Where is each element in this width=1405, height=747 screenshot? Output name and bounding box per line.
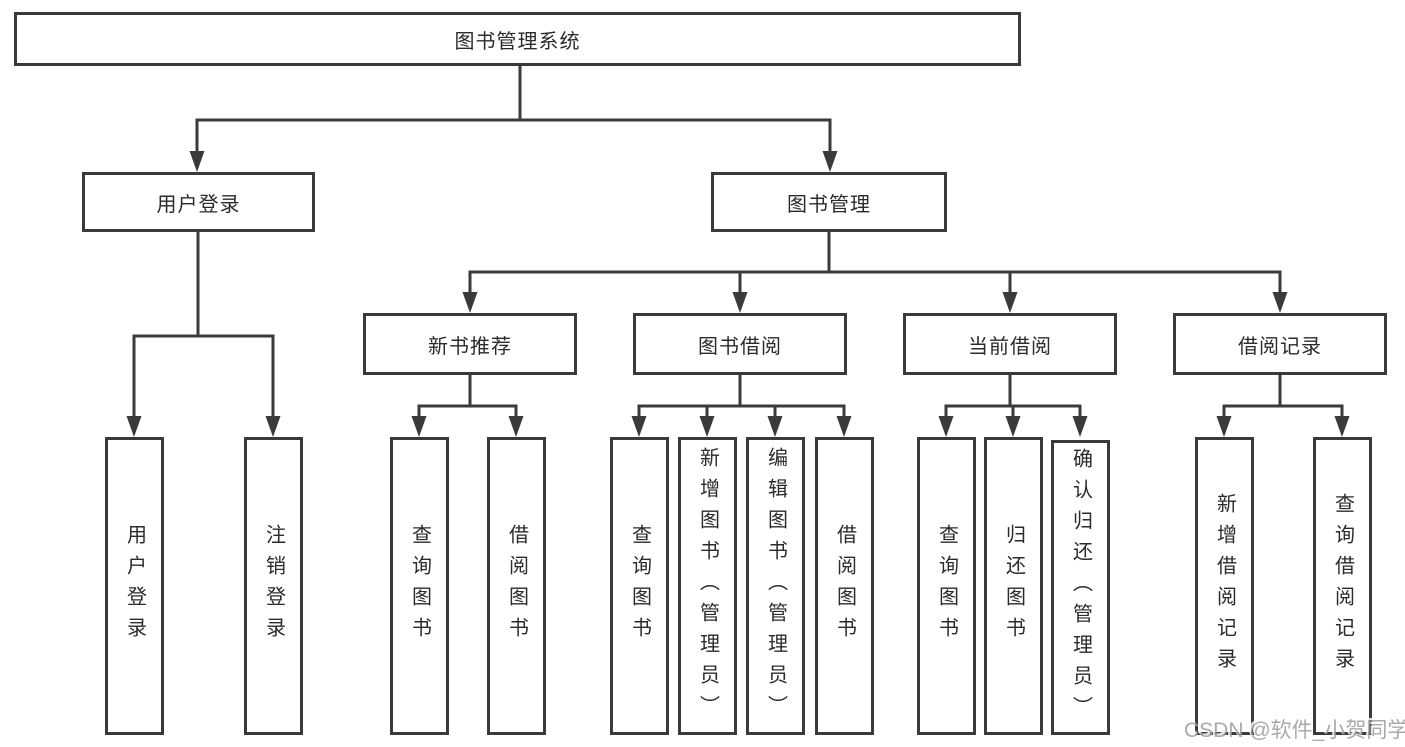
node-borrow-record-label: 借阅记录 bbox=[1238, 335, 1322, 358]
connector-bookmgmt-to-level3 bbox=[468, 232, 1282, 307]
leaf-current-confirm-label: 确认归还（管理员） bbox=[1069, 448, 1092, 727]
arrowhead bbox=[1216, 416, 1232, 437]
leaf-newbook-borrow-label: 借阅图书 bbox=[505, 524, 528, 648]
arrowhead bbox=[189, 151, 205, 172]
arrowhead bbox=[732, 292, 748, 313]
arrowhead bbox=[462, 292, 478, 313]
arrowhead bbox=[1002, 292, 1018, 313]
leaf-record-query-label: 查询借阅记录 bbox=[1331, 493, 1354, 679]
connector-borrowrecord-to-leaves bbox=[1222, 375, 1344, 431]
arrowhead bbox=[1005, 416, 1021, 437]
leaf-current-query-label: 查询图书 bbox=[935, 524, 958, 648]
leaf-record-add: 新增借阅记录 bbox=[1195, 437, 1254, 735]
node-book-borrow-label: 图书借阅 bbox=[698, 335, 782, 358]
leaf-bookborrow-borrow: 借阅图书 bbox=[815, 437, 874, 735]
node-current-borrow-label: 当前借阅 bbox=[968, 335, 1052, 358]
connector-lines bbox=[132, 66, 1344, 431]
arrowhead bbox=[411, 416, 427, 437]
arrowhead bbox=[1334, 416, 1350, 437]
leaf-logout-label: 注销登录 bbox=[262, 524, 285, 648]
arrowhead bbox=[767, 416, 783, 437]
arrowhead bbox=[508, 416, 524, 437]
arrowhead bbox=[126, 416, 142, 437]
leaf-newbook-query-label: 查询图书 bbox=[408, 524, 431, 648]
arrowhead bbox=[836, 416, 852, 437]
leaf-current-confirm: 确认归还（管理员） bbox=[1051, 440, 1110, 735]
node-current-borrow: 当前借阅 bbox=[903, 313, 1117, 375]
arrowhead bbox=[822, 151, 838, 172]
node-book-management-label: 图书管理 bbox=[787, 193, 871, 216]
leaf-record-query: 查询借阅记录 bbox=[1313, 437, 1372, 735]
node-new-book-recommend-label: 新书推荐 bbox=[428, 335, 512, 358]
leaf-bookborrow-edit: 编辑图书（管理员） bbox=[746, 437, 805, 735]
node-user-login: 用户登录 bbox=[82, 172, 315, 232]
connector-bookborrow-to-leaves bbox=[637, 375, 846, 431]
leaf-bookborrow-edit-label: 编辑图书（管理员） bbox=[764, 446, 787, 726]
leaf-bookborrow-add: 新增图书（管理员） bbox=[678, 437, 737, 735]
leaf-bookborrow-query-label: 查询图书 bbox=[628, 524, 651, 648]
node-borrow-record: 借阅记录 bbox=[1173, 313, 1387, 375]
leaf-bookborrow-query: 查询图书 bbox=[610, 437, 669, 735]
arrowhead bbox=[631, 416, 647, 437]
leaf-current-return: 归还图书 bbox=[984, 437, 1043, 735]
node-book-management: 图书管理 bbox=[711, 172, 947, 232]
node-user-login-label: 用户登录 bbox=[156, 193, 241, 216]
arrowhead bbox=[1272, 292, 1288, 313]
connector-newbook-to-leaves bbox=[417, 375, 518, 431]
node-book-borrow: 图书借阅 bbox=[633, 313, 847, 375]
leaf-user-login-label: 用户登录 bbox=[123, 524, 146, 648]
leaf-current-return-label: 归还图书 bbox=[1002, 524, 1025, 648]
arrowhead bbox=[938, 416, 954, 437]
leaf-bookborrow-add-label: 新增图书（管理员） bbox=[696, 446, 719, 726]
node-new-book-recommend: 新书推荐 bbox=[363, 313, 577, 375]
arrowhead bbox=[1072, 416, 1088, 437]
csdn-watermark: CSDN @软件_小贺同学 bbox=[1184, 719, 1405, 742]
leaf-bookborrow-borrow-label: 借阅图书 bbox=[833, 524, 856, 648]
leaf-newbook-query: 查询图书 bbox=[390, 437, 449, 735]
leaf-user-login: 用户登录 bbox=[105, 437, 164, 735]
arrowhead bbox=[265, 416, 281, 437]
connector-userlogin-to-leaves bbox=[132, 232, 275, 431]
node-root-label: 图书管理系统 bbox=[454, 30, 581, 53]
leaf-logout: 注销登录 bbox=[244, 437, 303, 735]
leaf-record-add-label: 新增借阅记录 bbox=[1213, 493, 1236, 679]
connector-arrowheads bbox=[126, 151, 1350, 437]
leaf-newbook-borrow: 借阅图书 bbox=[487, 437, 546, 735]
node-root: 图书管理系统 bbox=[14, 12, 1021, 66]
leaf-current-query: 查询图书 bbox=[917, 437, 976, 735]
arrowhead bbox=[699, 416, 715, 437]
connector-root-to-level2 bbox=[195, 66, 832, 166]
